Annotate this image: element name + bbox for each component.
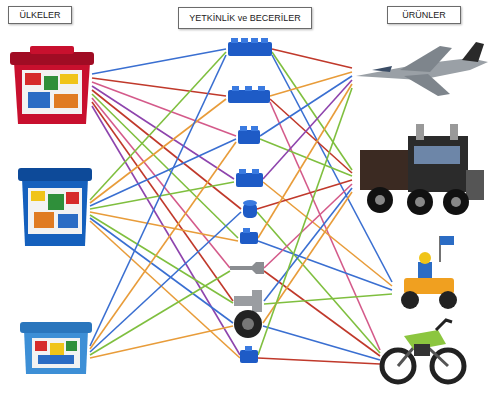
link-line — [263, 326, 380, 360]
link-line — [258, 358, 380, 364]
fighter-jet — [356, 42, 488, 96]
truck — [360, 124, 484, 215]
link-line — [90, 218, 233, 323]
link-line — [260, 139, 352, 176]
column-header-text: ÜLKELER — [19, 11, 60, 20]
link-line — [257, 212, 380, 353]
light-blue-box — [20, 322, 92, 374]
link-line — [257, 180, 352, 209]
link-line — [92, 49, 226, 74]
lego-pieces — [228, 38, 272, 363]
link-line — [270, 99, 352, 173]
link-line — [92, 78, 226, 96]
link-line — [258, 84, 352, 238]
link-line — [90, 55, 226, 346]
red-bucket — [10, 46, 94, 124]
column-header-box: ÜRÜNLER — [387, 6, 461, 24]
link-line — [92, 90, 241, 209]
link-line — [264, 188, 352, 301]
link-line — [90, 326, 233, 358]
column-header-box: ÜLKELER — [8, 6, 72, 24]
connection-lines — [90, 49, 392, 364]
link-line — [263, 80, 352, 179]
column-header-box: YETKİNLİK ve BECERİLER — [178, 7, 312, 29]
link-line — [90, 212, 241, 352]
column-header-text: ÜRÜNLER — [402, 11, 446, 20]
link-line — [272, 49, 352, 68]
column-header-text: YETKİNLİK ve BECERİLER — [189, 14, 301, 23]
quad-bike — [401, 236, 457, 309]
link-line — [92, 82, 236, 136]
link-line — [270, 102, 380, 350]
link-line — [90, 212, 238, 241]
link-line — [90, 215, 233, 303]
motorbike — [382, 320, 464, 382]
link-line — [90, 52, 226, 200]
link-line — [90, 182, 234, 209]
link-line — [90, 142, 236, 349]
blue-bucket — [18, 168, 92, 246]
link-line — [258, 88, 352, 355]
link-line — [264, 294, 392, 304]
